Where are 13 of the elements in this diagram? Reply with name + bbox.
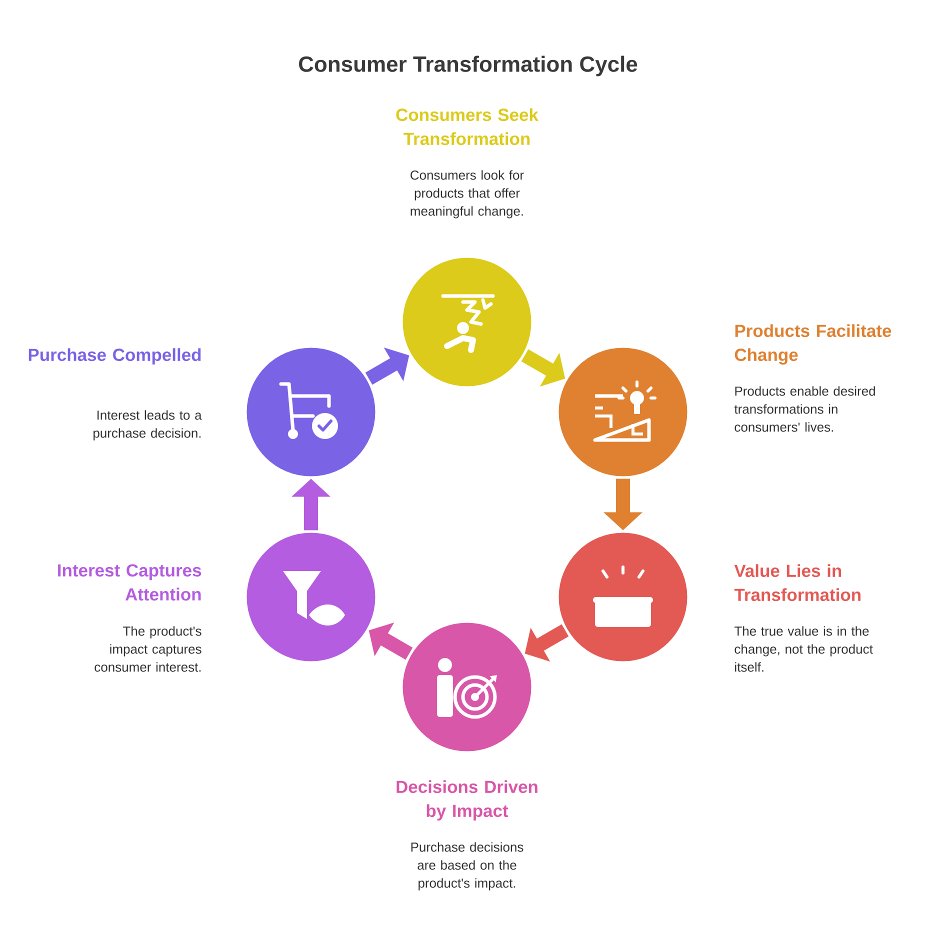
step-description: The product's impact captures consumer interest. [94,626,202,672]
step-heading: Consumers Seek Transformation [396,108,538,146]
step-heading: Interest Captures Attention [58,564,202,601]
step-heading: Value Lies in Transformation [734,564,860,602]
step-description: Interest leads to a purchase decision. [94,410,202,440]
step-description: Purchase decisions are based on the product's impact. [411,842,524,890]
step-heading: Purchase Compelled [28,348,201,365]
step-description: Products enable desired transformations in consumers' lives. [734,386,875,432]
step-heading: Decisions Driven by Impact [396,780,538,821]
step-description: Consumers look for products that offer meaningful change. [410,170,524,218]
title: Consumer Transformation Cycle [298,56,638,76]
step-heading: Products Facilitate Change [734,324,892,365]
step-description: The true value is in the change, not the product itself. [734,626,873,672]
